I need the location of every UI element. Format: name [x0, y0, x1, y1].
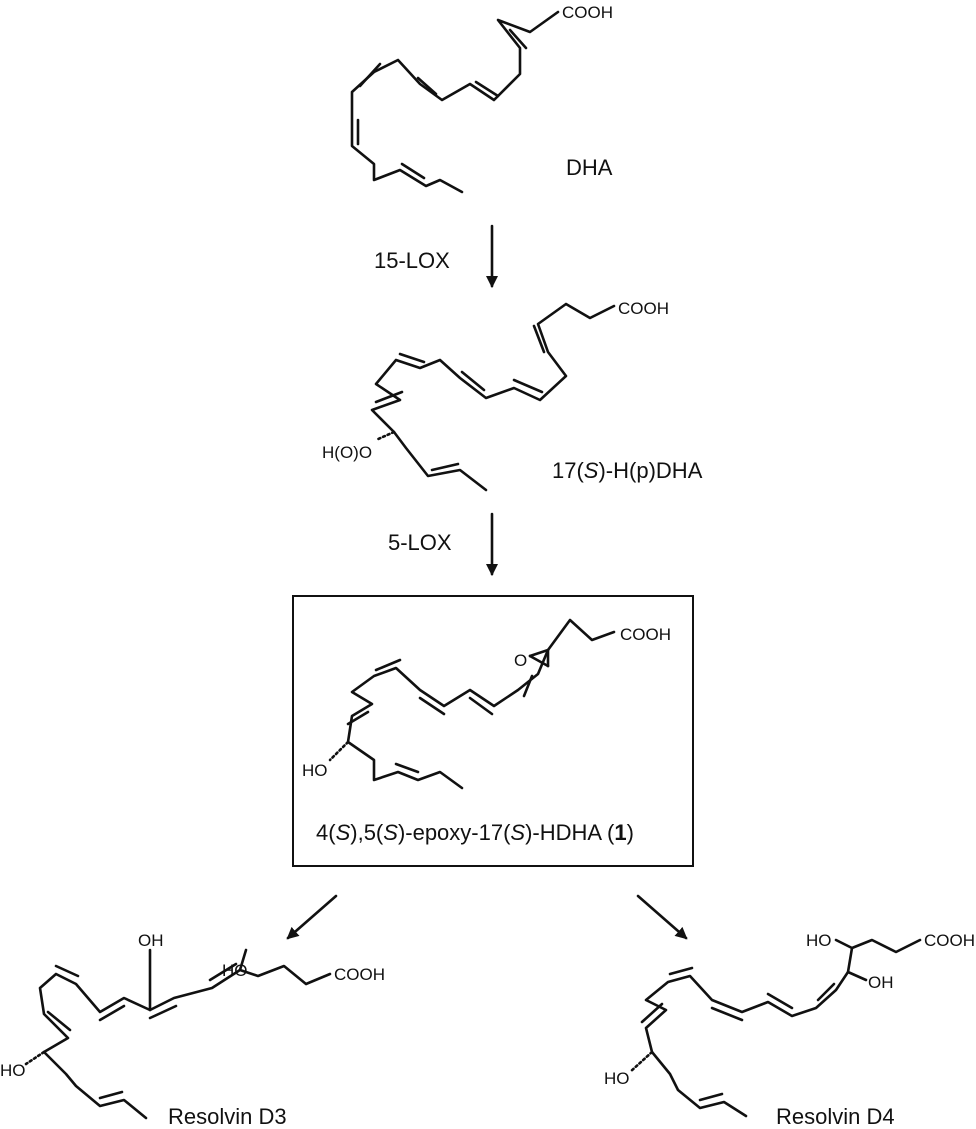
epoxy-name: 4(S),5(S)-epoxy-17(S)-HDHA (1) — [316, 820, 634, 845]
rvd4-stereo-bond — [628, 1050, 654, 1074]
dha-double-bond — [416, 76, 438, 96]
rvd4-double-bond — [710, 1006, 744, 1022]
epoxy-ring-bond — [528, 654, 550, 668]
rvd3-structure: COOH OH HO HO Resolvin D3 — [0, 931, 385, 1129]
epoxy-double-bond — [522, 674, 534, 698]
epoxy-structure: COOH O HO 4(S),5(S)-epoxy-17(S)-HDHA (1) — [302, 618, 671, 845]
dha-double-bond — [400, 162, 426, 180]
epoxy-acid-label: COOH — [620, 625, 671, 644]
hpdha-acid-label: COOH — [618, 299, 669, 318]
rvd3-oh-bond — [238, 948, 248, 972]
reaction-arrow-right — [636, 894, 688, 940]
dha-double-bond — [474, 80, 500, 98]
rvd3-double-bond — [98, 1090, 124, 1100]
rvd4-hydroxy-label: HO — [806, 931, 832, 950]
epoxy-double-bond — [374, 658, 402, 672]
rvd4-hydroxy-label: OH — [868, 973, 894, 992]
rvd4-double-bond — [668, 966, 694, 976]
rvd4-oh-bond — [834, 938, 854, 950]
epoxy-double-bond — [418, 696, 446, 716]
epoxy-double-bond — [468, 696, 494, 716]
rvd3-double-bond — [54, 964, 80, 978]
rvd4-double-bond — [698, 1092, 724, 1102]
rvd3-double-bond — [148, 1004, 178, 1020]
rvd4-double-bond — [766, 992, 794, 1010]
hpdha-double-bond — [532, 324, 546, 354]
hpdha-double-bond — [460, 370, 486, 392]
epoxy-double-bond — [346, 710, 370, 726]
hpdha-double-bond — [512, 378, 544, 394]
rvd4-acid-label: COOH — [924, 931, 975, 950]
rvd3-double-bond — [98, 1004, 126, 1022]
dha-name: DHA — [566, 155, 613, 180]
dha-double-bond — [358, 62, 382, 88]
hpdha-name: 17(S)-H(p)DHA — [552, 458, 703, 483]
hpdha-double-bond — [430, 462, 460, 472]
hpdha-double-bond — [374, 390, 404, 404]
rvd4-double-bond — [640, 1002, 664, 1024]
rvd3-chain — [38, 964, 332, 1120]
hpdha-chain — [370, 302, 616, 492]
dha-acid-label: COOH — [562, 3, 613, 22]
epoxide-oxygen-label: O — [514, 651, 527, 670]
rvd4-double-bond — [816, 982, 836, 1002]
rvd4-oh-bond — [846, 970, 868, 982]
dha-structure: COOH DHA — [350, 3, 613, 194]
rvd3-hydroxy-label: OH — [138, 931, 164, 950]
epoxy-hydroxy-label: HO — [302, 761, 328, 780]
rvd3-stereo-bond — [24, 1050, 46, 1066]
rvd4-name: Resolvin D4 — [776, 1104, 895, 1129]
hpdha-double-bond — [398, 352, 426, 364]
epoxy-ring-bond — [528, 648, 550, 658]
rvd4-chain — [644, 938, 922, 1118]
enzyme-label-5-lox: 5-LOX — [388, 530, 452, 555]
rvd3-name: Resolvin D3 — [168, 1104, 287, 1129]
rvd4-structure: COOH HO OH HO Resolvin D4 — [604, 931, 975, 1129]
epoxy-chain — [346, 618, 616, 790]
epoxy-double-bond — [394, 762, 420, 774]
hpdha-structure: COOH H(O)O 17(S)-H(p)DHA — [322, 299, 703, 492]
hpdha-hydroperoxy-label: H(O)O — [322, 443, 372, 462]
key-intermediate-box — [292, 595, 694, 867]
rvd3-double-bond — [208, 962, 238, 982]
dha-double-bond — [508, 28, 528, 50]
rvd3-hydroxy-label: HO — [222, 961, 248, 980]
enzyme-label-15-lox: 15-LOX — [374, 248, 450, 273]
rvd3-acid-label: COOH — [334, 965, 385, 984]
hpdha-stereo-bond — [374, 430, 396, 442]
rvd4-hydroxy-label: HO — [604, 1069, 630, 1088]
rvd3-hydroxy-label: HO — [0, 1061, 26, 1080]
rvd3-double-bond — [46, 1010, 72, 1032]
reaction-arrow-left — [286, 894, 338, 940]
epoxy-stereo-bond — [328, 740, 350, 762]
dha-chain — [350, 10, 560, 194]
